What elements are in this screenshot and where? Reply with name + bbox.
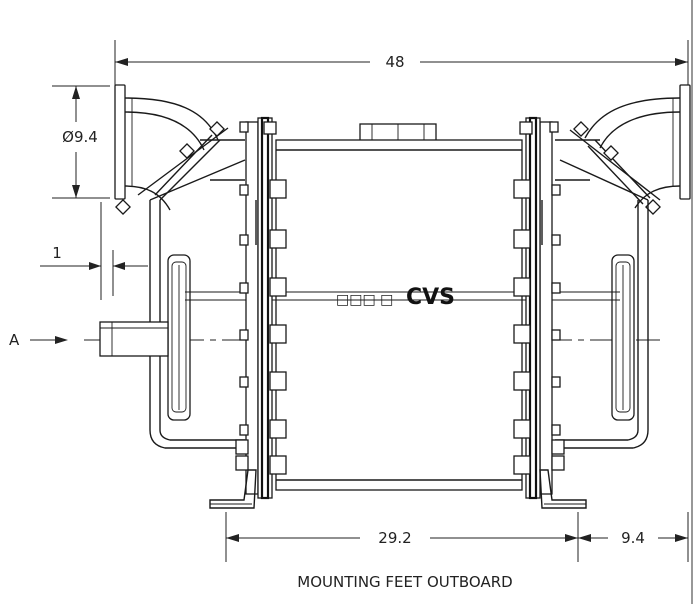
left-end-housing <box>99 139 246 449</box>
dim-flange-offset: 1 <box>40 202 148 300</box>
brand-logo: □□□ □ CVS <box>336 285 455 310</box>
brand-squares: □□□ □ <box>336 292 393 308</box>
left-end-plate <box>239 116 277 500</box>
drawing-caption: MOUNTING FEET OUTBOARD <box>297 573 512 591</box>
right-end-plate <box>519 116 559 500</box>
dim-feet-span: 29.2 <box>225 512 579 562</box>
mounting-foot-left <box>209 469 257 509</box>
brand-name: CVS <box>406 285 455 310</box>
dim-pipe-diameter-label: Ø9.4 <box>62 128 98 146</box>
dim-pipe-diameter: Ø9.4 <box>52 85 110 199</box>
dim-feet-span-label: 29.2 <box>378 529 411 547</box>
section-marker-label: A <box>9 331 20 349</box>
left-bolt-stack <box>235 179 287 475</box>
dim-flange-offset-label: 1 <box>52 244 62 262</box>
section-marker-a: A <box>9 331 68 349</box>
right-outlet-elbow <box>569 84 691 215</box>
dim-foot-overhang-label: 9.4 <box>621 529 645 547</box>
mounting-foot-right <box>539 469 587 509</box>
dim-overall-width: 48 <box>114 40 689 88</box>
main-body <box>185 123 620 491</box>
right-end-housing <box>555 139 649 449</box>
dim-overall-width-label: 48 <box>385 53 404 71</box>
dim-foot-overhang: 9.4 <box>578 512 689 562</box>
right-bolt-stack <box>513 179 565 475</box>
left-inlet-elbow <box>114 84 229 215</box>
